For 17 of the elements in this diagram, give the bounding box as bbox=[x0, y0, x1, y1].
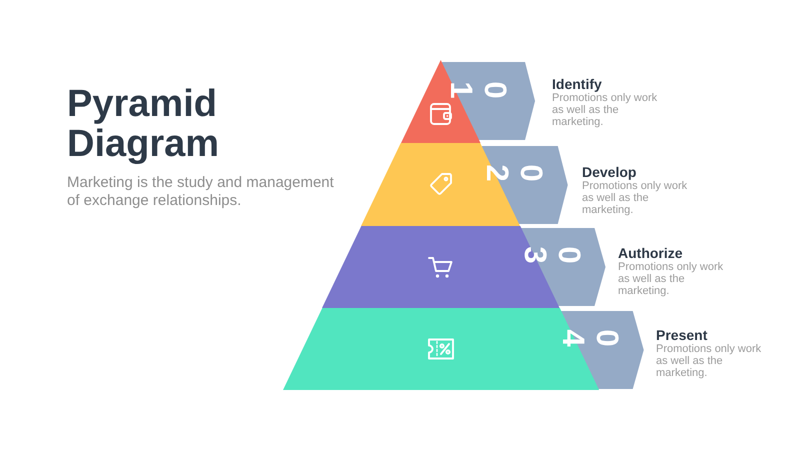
step-description: Promotions only work as well as the marketing. bbox=[582, 180, 688, 216]
step-number: 02 bbox=[480, 163, 548, 184]
subtitle-text: Marketing is the study and management of exchange relationships. bbox=[67, 174, 335, 210]
step-description: Promotions only work as well as the marketing. bbox=[552, 92, 658, 128]
pyramid-layer bbox=[322, 226, 560, 308]
step-number: 03 bbox=[518, 245, 587, 266]
step-title: Develop bbox=[582, 164, 638, 180]
step-number: 01 bbox=[444, 80, 512, 101]
pyramid-layer bbox=[361, 143, 520, 226]
pyramid-layer bbox=[401, 60, 481, 143]
pyramid-title: Pyramid Diagram bbox=[67, 84, 220, 164]
step-description: Promotions only work as well as the marketing. bbox=[656, 343, 762, 379]
step-title: Present bbox=[656, 327, 708, 343]
step-description: Promotions only work as well as the marketing. bbox=[618, 261, 724, 297]
step-title: Identify bbox=[552, 76, 603, 92]
step-number: 04 bbox=[556, 328, 624, 349]
step-title: Authorize bbox=[618, 245, 684, 261]
